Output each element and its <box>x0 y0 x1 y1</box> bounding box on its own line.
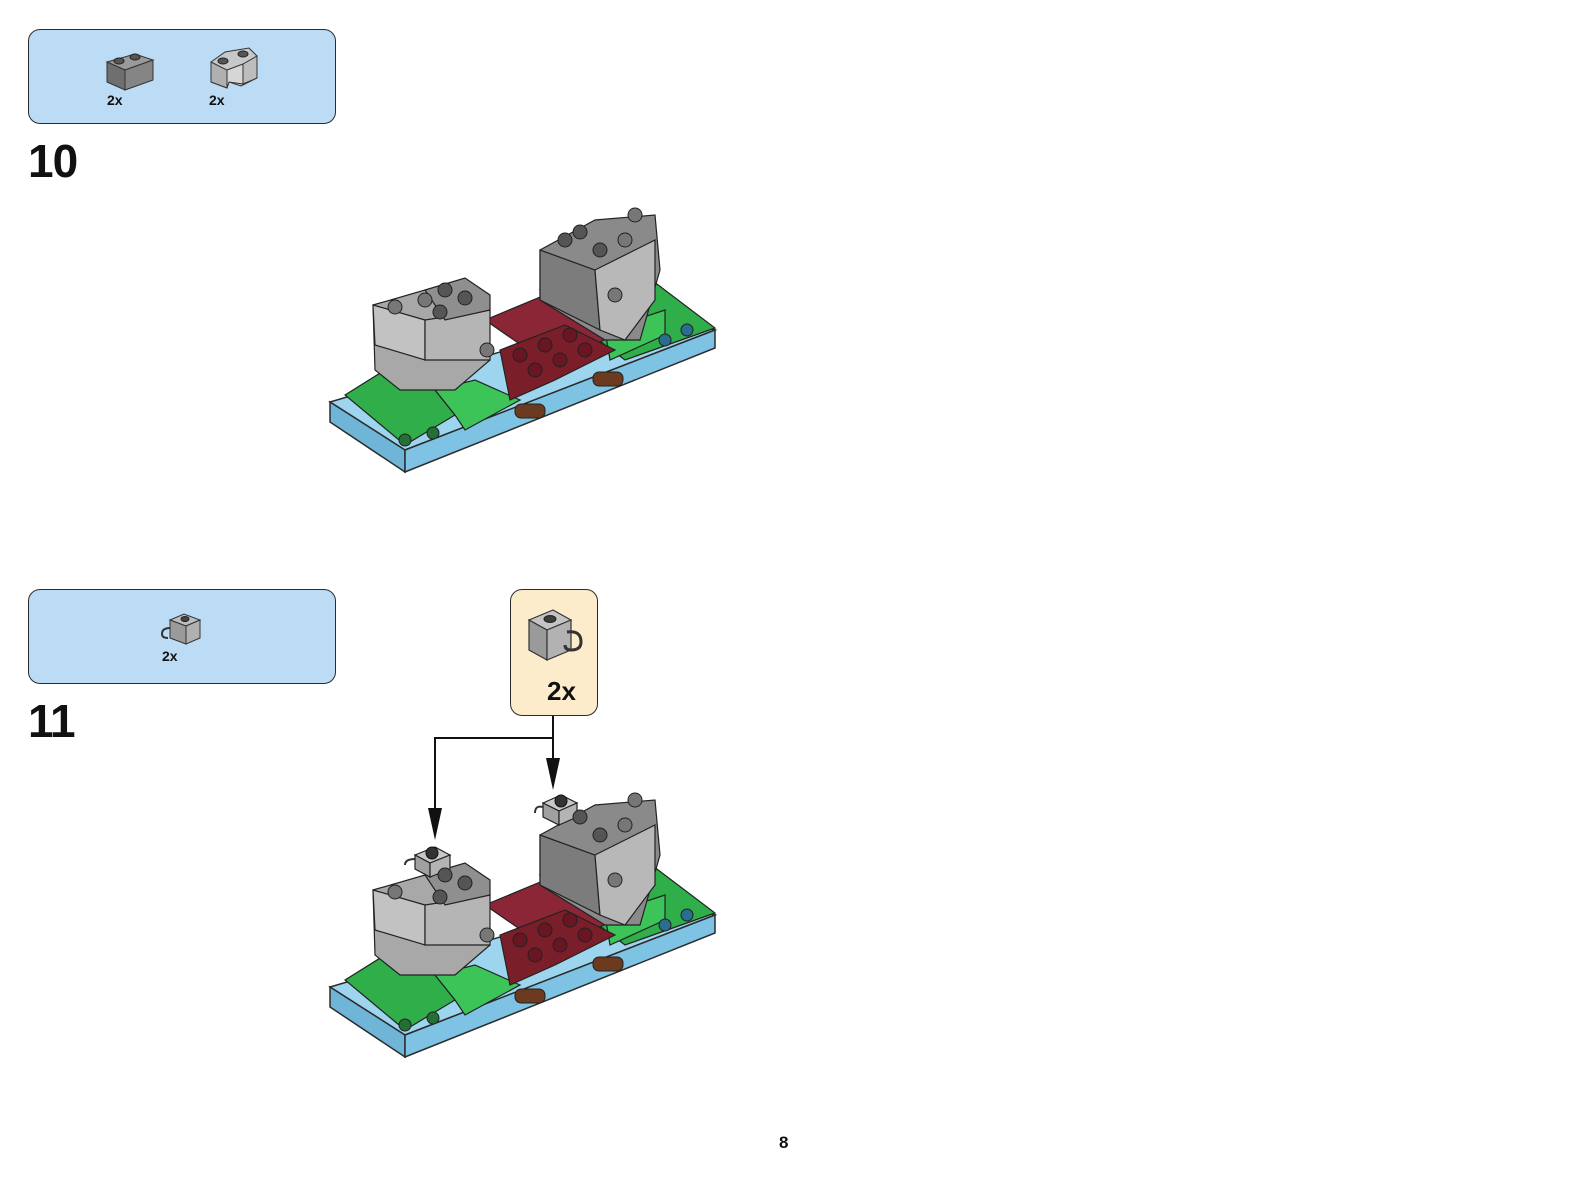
step-11-parts-box: 2x <box>28 589 336 684</box>
gray-brick-with-clip-icon <box>527 609 583 662</box>
part-quantity: 2x <box>162 648 178 664</box>
part-quantity: 2x <box>209 92 225 108</box>
step-number: 10 <box>28 135 78 187</box>
gray-brick-with-clip-icon <box>160 613 202 645</box>
step-11-model-illustration <box>328 792 718 1059</box>
light-gray-rock-brick-icon <box>210 47 258 89</box>
step-number: 11 <box>28 695 76 747</box>
callout-quantity: 2x <box>547 676 576 706</box>
dark-gray-brick-1x2-icon <box>105 53 155 91</box>
step-10-parts-box: 2x 2x <box>28 29 336 124</box>
page-number: 8 <box>779 1133 789 1152</box>
part-quantity: 2x <box>107 92 123 108</box>
step-10-model-illustration <box>328 207 718 474</box>
sub-assembly-callout: 2x <box>510 589 598 716</box>
